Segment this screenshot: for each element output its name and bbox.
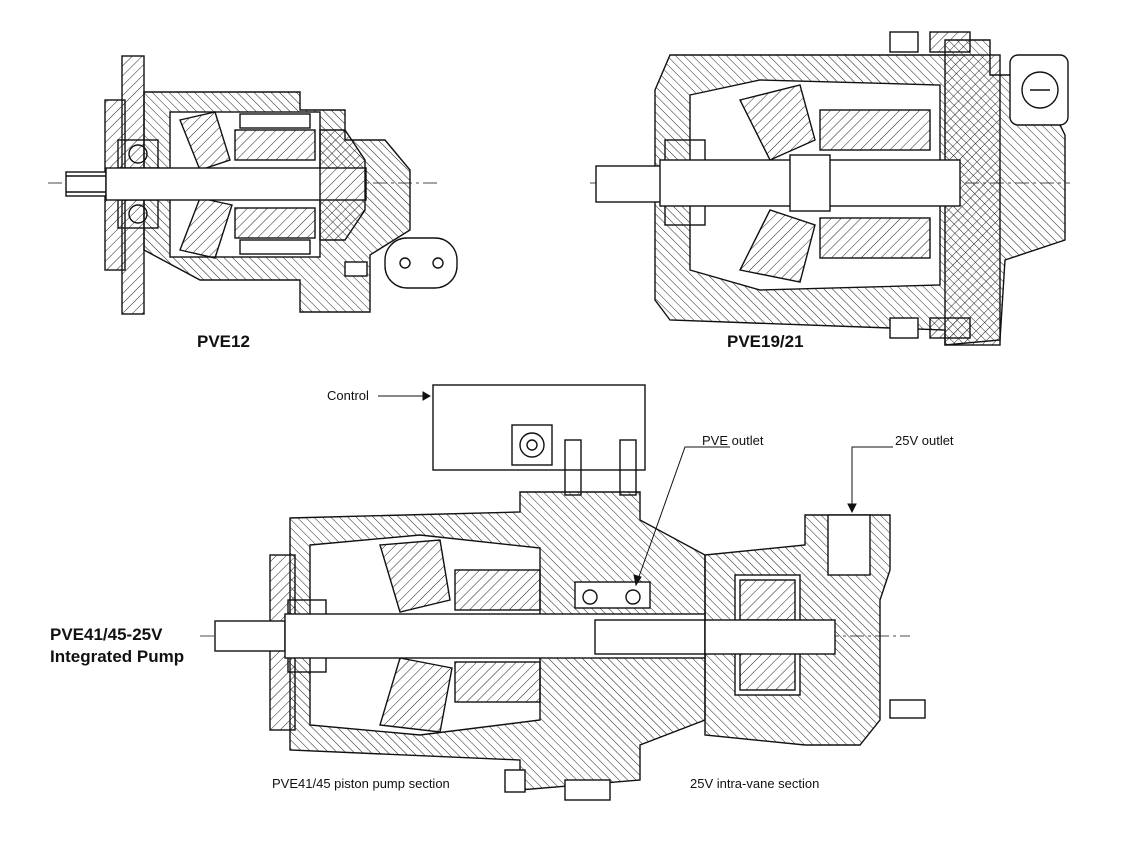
control-arrowhead bbox=[422, 391, 432, 401]
v25-outlet-arrowhead bbox=[847, 503, 857, 514]
leader-lines bbox=[378, 391, 893, 587]
pve-outlet-callout: PVE outlet bbox=[702, 433, 764, 448]
pve-outlet-leader bbox=[635, 446, 730, 586]
pve41-45-name-line1: PVE41/45-25V bbox=[50, 625, 163, 644]
v25-outlet-leader bbox=[851, 446, 893, 512]
piston-section-label: PVE41/45 piston pump section bbox=[272, 776, 450, 791]
control-callout: Control bbox=[327, 388, 369, 403]
pve19-21-drawing bbox=[590, 31, 1070, 346]
pve-outlet-arrowhead bbox=[633, 574, 642, 587]
pve41-45-drawing bbox=[200, 384, 926, 801]
vane-section-label: 25V intra-vane section bbox=[690, 776, 820, 791]
pve12-caption: PVE12 bbox=[197, 332, 250, 351]
pve12-drawing bbox=[48, 55, 458, 315]
pve41-45-name-line2: Integrated Pump bbox=[50, 647, 185, 666]
pve19-21-caption: PVE19/21 bbox=[727, 332, 804, 351]
v25-outlet-callout: 25V outlet bbox=[895, 433, 954, 448]
